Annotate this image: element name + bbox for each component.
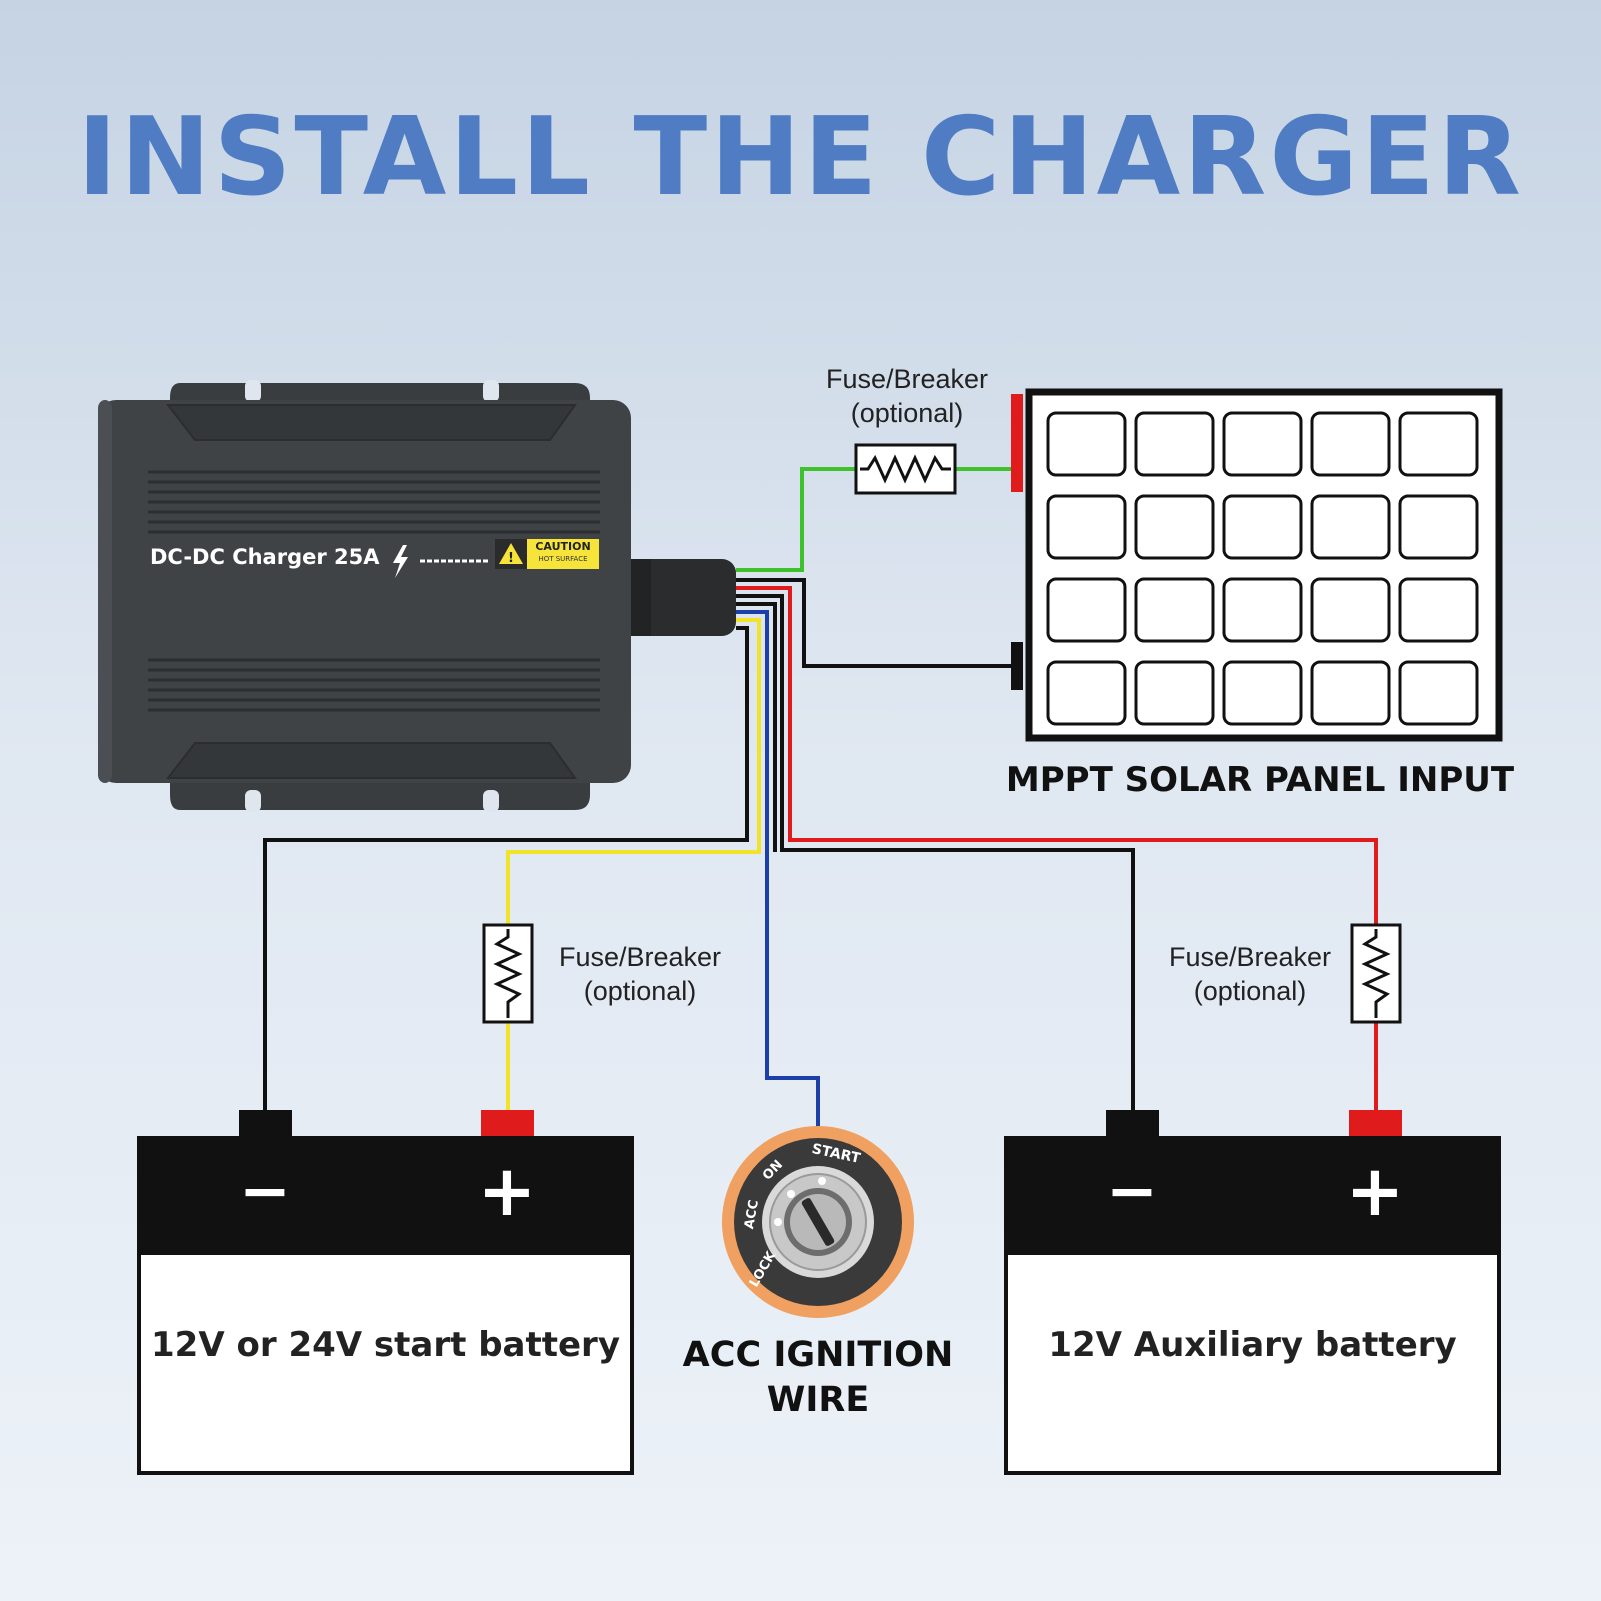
svg-text:!: ! [508, 551, 514, 566]
ignition-label-line2: WIRE [766, 1380, 870, 1420]
dc-dc-charger: ! [98, 380, 736, 812]
wire-solar-positive [736, 467, 856, 572]
wire-aux-negative [736, 594, 1135, 1110]
caution-label: CAUTION [535, 540, 591, 553]
fuse-solar-label: Fuse/Breaker (optional) [802, 362, 1012, 430]
start-battery-neg-sign: − [239, 1154, 291, 1227]
aux-battery-graphic [1004, 1110, 1501, 1475]
wire-aux-positive [736, 586, 1378, 925]
fuse-aux [1350, 923, 1402, 1024]
fuse-start [482, 923, 534, 1024]
fuse-solar [854, 443, 957, 495]
ignition-label: ACC IGNITION WIRE [650, 1333, 986, 1423]
caution-sub-label: HOT SURFACE [538, 555, 588, 563]
caution-sticker: ! [495, 539, 599, 569]
wire-common-negative [736, 602, 777, 852]
fuse-solar-label-line2: (optional) [850, 398, 964, 428]
solar-panel-label: MPPT SOLAR PANEL INPUT [1005, 760, 1515, 800]
fuse-solar-label-line1: Fuse/Breaker [825, 364, 989, 394]
charger-model-label: DC-DC Charger 25A [150, 545, 380, 569]
start-battery-pos-sign: + [477, 1150, 537, 1232]
wire-ignition [736, 610, 820, 1128]
wires [263, 467, 1378, 1128]
aux-battery-label: 12V Auxiliary battery [1048, 1325, 1457, 1365]
ignition-label-line1: ACC IGNITION [682, 1335, 954, 1375]
wire-start-negative [263, 626, 749, 1110]
start-battery-graphic [137, 1110, 634, 1475]
fuse-start-label-line2: (optional) [583, 976, 697, 1006]
wire-start-positive [506, 618, 761, 925]
wire-solar-negative [736, 578, 1016, 668]
solar-cells [1046, 411, 1479, 726]
warning-icon [499, 543, 523, 564]
fuse-start-label-line1: Fuse/Breaker [558, 942, 722, 972]
lightning-icon [393, 545, 408, 578]
aux-battery-pos-sign: + [1345, 1150, 1405, 1232]
fuse-aux-label-line2: (optional) [1193, 976, 1307, 1006]
ignition-switch [722, 1126, 914, 1318]
page-title: INSTALL THE CHARGER [77, 95, 1524, 220]
fuse-start-label: Fuse/Breaker (optional) [540, 940, 740, 1008]
fuse-aux-label-line1: Fuse/Breaker [1168, 942, 1332, 972]
start-battery-label: 12V or 24V start battery [151, 1325, 620, 1365]
aux-battery-neg-sign: − [1106, 1154, 1158, 1227]
solar-panel [1011, 388, 1503, 742]
fuse-aux-label: Fuse/Breaker (optional) [1150, 940, 1350, 1008]
